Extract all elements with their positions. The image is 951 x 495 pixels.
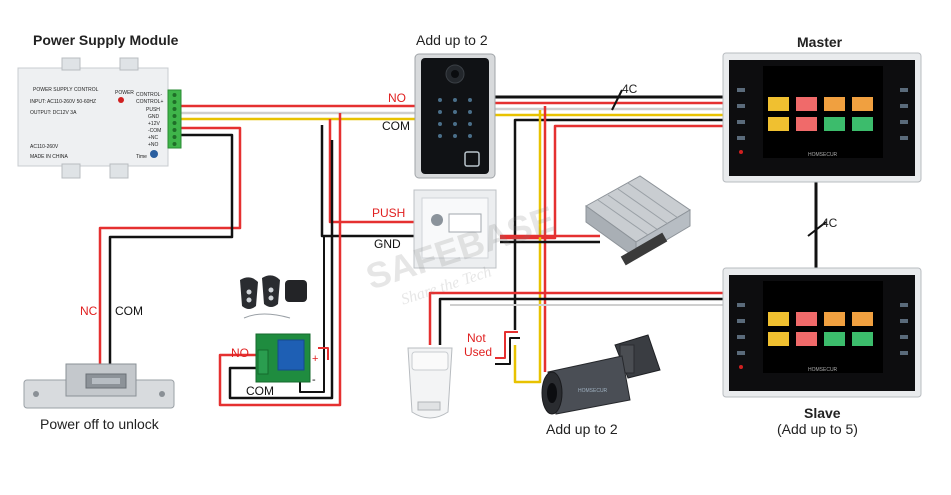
wire-slave-sensor-red	[428, 291, 728, 345]
wire-relay-com	[299, 236, 325, 393]
label-4c-side: 4C	[822, 216, 838, 230]
terminal-label-4: +12V	[148, 121, 160, 127]
terminal-label-0: CONTROL-	[136, 92, 162, 98]
psu-time-knob	[150, 150, 158, 158]
label-push: PUSH	[372, 206, 405, 220]
wire-relay-red	[218, 113, 342, 407]
wire-relay-black	[228, 140, 334, 400]
terminal-label-1: CONTROL+	[136, 99, 163, 105]
psu-ac: AC110-260V	[30, 144, 59, 150]
keypad-buttons	[438, 98, 472, 138]
wire-relay-plus	[318, 347, 329, 360]
wire-slave-sensor-black	[438, 297, 728, 345]
wire-gnd	[320, 125, 415, 238]
psu-output: OUTPUT: DC12V 3A	[30, 110, 77, 116]
terminal-label-7: +NO	[148, 142, 159, 148]
wire-not-used-black	[495, 337, 520, 365]
psu-terminal-strip	[620, 232, 668, 266]
psu-made: MADE IN CHINA	[30, 154, 68, 160]
psu-power-led	[118, 97, 124, 103]
keypad-caption: Add up to 2	[416, 32, 488, 48]
slave-subcaption: (Add up to 5)	[777, 421, 858, 437]
wire-lock-nc	[98, 126, 242, 370]
label-4c-top: 4C	[622, 82, 638, 96]
label-com-keypad: COM	[382, 119, 410, 133]
wire-master-out-a	[513, 118, 728, 330]
psu-power-label: POWER	[115, 90, 134, 96]
wire-master-out-b	[500, 124, 728, 240]
terminal-label-2: PUSH	[146, 107, 160, 113]
psu-terminal-labels: CONTROL- CONTROL+ PUSH GND +12V -COM +NC…	[136, 92, 163, 148]
psu-header: POWER SUPPLY CONTROL	[33, 87, 99, 93]
power-supply-title: Power Supply Module	[33, 32, 179, 48]
master-brand: HOMSECUR	[808, 152, 838, 158]
terminal-label-6: +NC	[148, 135, 159, 141]
switching-psu	[585, 175, 691, 266]
psu-input: INPUT: AC110-260V 50-60HZ	[30, 99, 96, 105]
relay-module: + -	[255, 333, 318, 386]
card-reader-icon	[464, 151, 480, 167]
svg-text:-: -	[312, 374, 316, 386]
slave-caption: Slave	[804, 405, 841, 421]
bundle-slash-side	[807, 221, 827, 237]
label-com-relay: COM	[246, 384, 274, 398]
wire-cam-yellow	[513, 110, 542, 384]
slave-tiles	[768, 312, 873, 346]
bullet-camera: HOMSECUR	[541, 334, 661, 415]
slave-monitor: HOMSECUR Slave (Add up to 5)	[722, 267, 922, 437]
power-supply-module: Power Supply Module POWER SUPPLY CONTROL…	[17, 32, 182, 179]
label-not-used-line1: Not	[467, 331, 486, 345]
svg-text:+: +	[312, 353, 318, 365]
master-caption: Master	[797, 34, 843, 50]
wire-lock-com	[108, 133, 234, 370]
terminal-label-3: GND	[148, 114, 160, 120]
exit-button-face	[448, 213, 482, 233]
bundle-slash-top	[611, 89, 623, 111]
remote-controls	[240, 275, 307, 319]
wire-not-used-red	[495, 331, 518, 359]
pir-sensor	[407, 347, 453, 419]
master-tiles	[768, 97, 873, 131]
keypad-panel: Add up to 2	[414, 32, 496, 179]
label-nc-lock: NC	[80, 304, 98, 318]
lock-caption: Power off to unlock	[40, 416, 160, 432]
label-com-lock: COM	[115, 304, 143, 318]
electric-strike-lock	[23, 363, 175, 409]
psu-terminal-block	[167, 89, 182, 149]
label-gnd: GND	[374, 237, 401, 251]
label-no-relay: NO	[231, 346, 249, 360]
psu-time-label: Time	[136, 154, 147, 160]
label-not-used-line2: Used	[464, 345, 492, 359]
label-no-keypad: NO	[388, 91, 406, 105]
slave-brand: HOMSECUR	[808, 367, 838, 373]
master-monitor: Master HOMSECUR	[722, 34, 922, 183]
terminal-label-5: -COM	[148, 128, 161, 134]
camera-brand: HOMSECUR	[578, 388, 608, 394]
wire-push	[328, 119, 415, 224]
exit-button	[413, 189, 497, 269]
camera-caption: Add up to 2	[546, 421, 618, 437]
